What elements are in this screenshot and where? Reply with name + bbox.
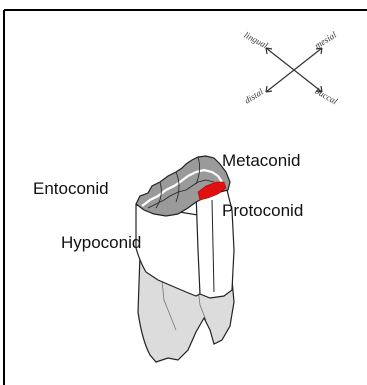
label-metaconid: Metaconid xyxy=(222,152,300,169)
orientation-compass xyxy=(266,48,322,92)
label-hypoconid: Hypoconid xyxy=(61,234,141,251)
label-protoconid: Protoconid xyxy=(222,202,303,219)
label-entoconid: Entoconid xyxy=(33,180,109,197)
